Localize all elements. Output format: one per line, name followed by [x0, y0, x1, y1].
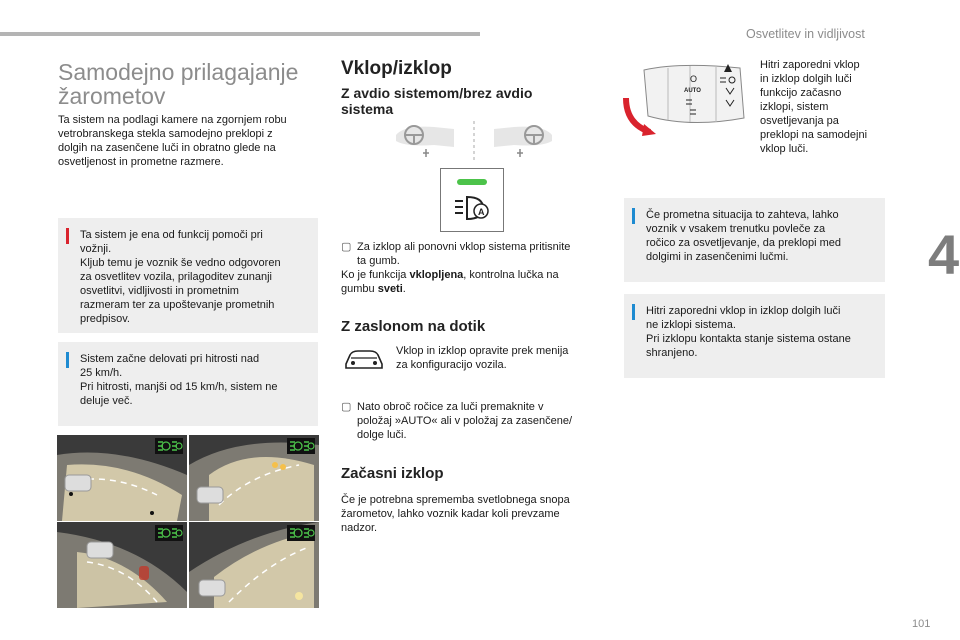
- road-image-3: [57, 522, 187, 608]
- road-image-2: [189, 435, 319, 521]
- auto-high-beam-button[interactable]: A: [440, 168, 504, 232]
- high-beam-indicator-icon: [155, 438, 183, 454]
- info-box-memory: Hitri zaporedni vklop in izklop dolgih l…: [624, 294, 885, 378]
- road-image-1: [57, 435, 187, 521]
- intro-paragraph: Ta sistem na podlagi kamere na zgornjem …: [58, 114, 287, 168]
- svg-text:A: A: [478, 207, 485, 217]
- steering-wheel-illustration: [394, 119, 554, 165]
- high-beam-auto-icon: A: [455, 195, 489, 221]
- high-beam-indicator-icon: [287, 525, 315, 541]
- section-title-auto-headlamps: Samodejno prilagajanje žarometov: [58, 59, 299, 109]
- car-config-icon: [342, 346, 386, 372]
- svg-text:AUTO: AUTO: [684, 88, 701, 94]
- indicator-lamp-icon: [457, 179, 487, 185]
- road-image-4: [189, 522, 319, 608]
- step-move-ring: ▢Nato obroč ročice za luči premaknite v …: [341, 401, 573, 441]
- subtitle-touchscreen: Z zaslonom na dotik: [341, 318, 486, 335]
- high-beam-indicator-icon: [155, 525, 183, 541]
- bullet-arrow-icon: ▢: [341, 401, 352, 413]
- temporary-off-text: Če je potrebna sprememba svetlobnega sno…: [341, 494, 570, 534]
- section-header: Osvetlitev in vidljivost: [746, 27, 865, 41]
- svg-text:O: O: [690, 74, 697, 84]
- page-number: 101: [912, 618, 931, 630]
- info-text-memory: Hitri zaporedni vklop in izklop dolgih l…: [646, 305, 851, 359]
- high-beam-indicator-icon: [287, 438, 315, 454]
- subtitle-temporary-off: Začasni izklop: [341, 465, 444, 482]
- bullet-arrow-icon: ▢: [341, 241, 352, 253]
- info-icon: [66, 352, 69, 368]
- warning-icon: [66, 228, 69, 244]
- info-icon: [632, 208, 635, 224]
- step-press-button: ▢Za izklop ali ponovni vklop sistema pri…: [341, 241, 571, 295]
- info-icon: [632, 304, 635, 320]
- light-stalk-illustration: O AUTO: [620, 58, 756, 136]
- chapter-number: 4: [928, 223, 960, 286]
- section-title-on-off: Vklop/izklop: [341, 58, 452, 79]
- header-bar: [0, 32, 480, 36]
